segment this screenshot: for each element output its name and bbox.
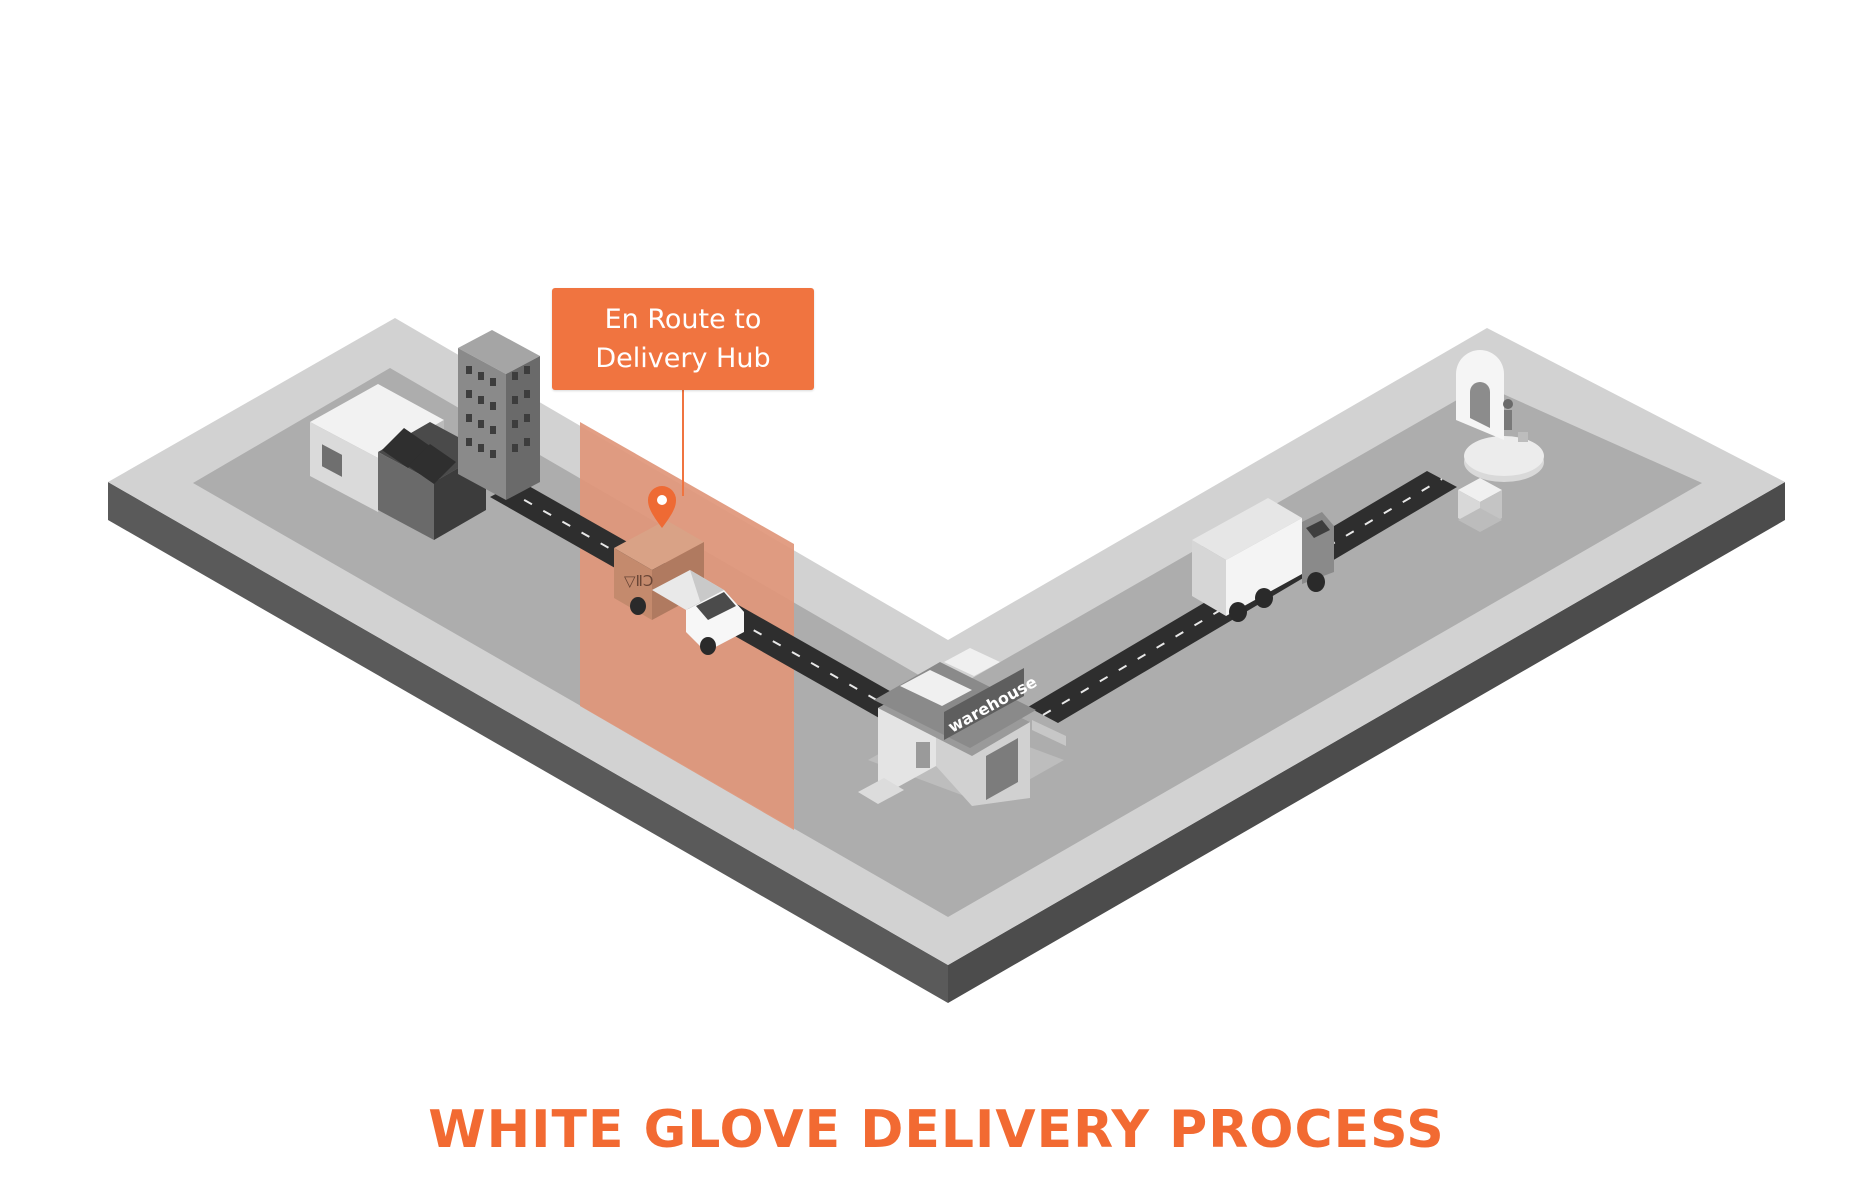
callout-line-2: Delivery Hub xyxy=(595,343,771,374)
box-truck xyxy=(1192,498,1334,622)
callout-line-1: En Route to xyxy=(604,304,762,335)
svg-text:▽ⅡƆ: ▽ⅡƆ xyxy=(624,572,653,590)
page-title: WHITE GLOVE DELIVERY PROCESS xyxy=(428,1100,1445,1160)
customer-home xyxy=(1456,350,1544,532)
location-pin-icon xyxy=(648,486,676,528)
warehouse: warehouse xyxy=(858,648,1066,806)
stage-callout: En Route to Delivery Hub xyxy=(552,288,814,390)
delivery-van: ▽ⅡƆ xyxy=(614,486,744,655)
industrial-buildings xyxy=(310,330,540,540)
